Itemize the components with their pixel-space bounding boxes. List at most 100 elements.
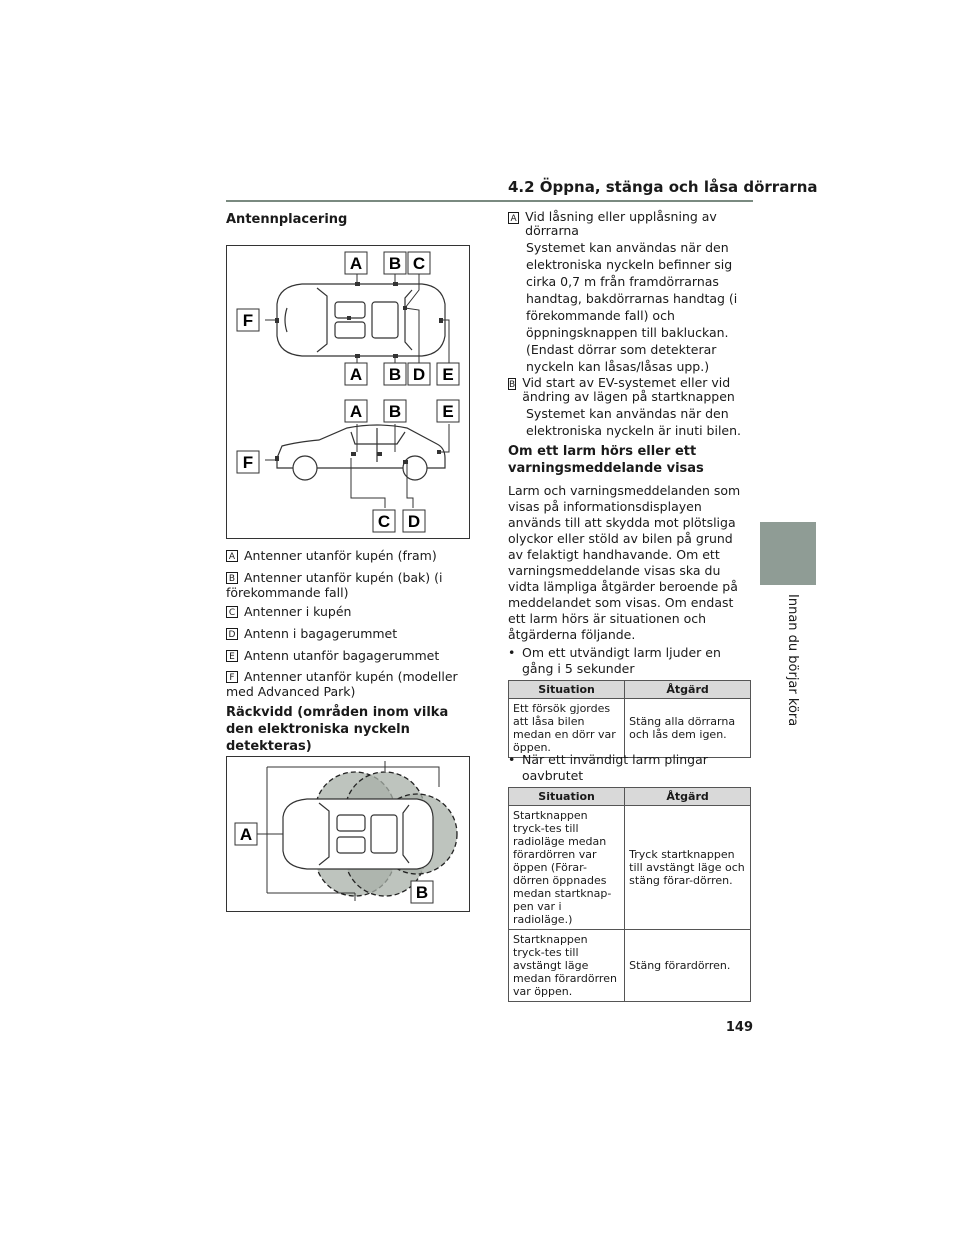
key-box-B-right: B <box>508 378 517 390</box>
cell-situation: Ett försök gjordes att låsa bilen medan … <box>507 698 626 758</box>
label-A-top-2: A <box>344 362 368 386</box>
table-internal-alarm: Situation Åtgärd Startknappen tryck-tes … <box>507 787 751 1002</box>
key-box-A-right: A <box>508 212 520 224</box>
car-top-view-range <box>282 798 434 870</box>
svg-text:E: E <box>442 365 453 384</box>
cell-action: Tryck startknappen till avstängt läge oc… <box>624 805 751 930</box>
cell-action: Stäng alla dörrarna och lås dem igen. <box>624 698 751 758</box>
svg-text:A: A <box>350 254 362 273</box>
svg-text:A: A <box>240 825 252 844</box>
bullet-internal-alarm: •När ett invändigt larm plingar oavbrute… <box>508 752 753 784</box>
bullet-internal-alarm-text: När ett invändigt larm plingar oavbrutet <box>522 752 708 783</box>
svg-text:B: B <box>389 254 401 273</box>
label-A-range: A <box>234 822 258 846</box>
page-number: 149 <box>725 1020 753 1035</box>
svg-text:C: C <box>378 512 390 531</box>
svg-text:B: B <box>389 365 401 384</box>
antenna-diagram: A B C F A B D E A <box>236 251 460 533</box>
item-B-title: Vid start av EV-systemet eller vid ändri… <box>522 375 735 404</box>
svg-text:D: D <box>408 512 420 531</box>
svg-text:A: A <box>350 365 362 384</box>
label-F-side: F <box>236 450 260 474</box>
cell-situation: Startknappen tryck-tes till avstängt läg… <box>507 929 626 1002</box>
item-A-title-row: A Vid låsning eller upplåsning av dörrar… <box>508 210 753 238</box>
label-C-top-1: C <box>407 251 431 275</box>
label-D-top: D <box>407 362 431 386</box>
range-bracket-lines <box>257 761 440 901</box>
label-B-range: B <box>410 880 434 904</box>
label-C-side: C <box>372 509 396 533</box>
label-B-top-1: B <box>383 251 407 275</box>
svg-text:B: B <box>416 883 428 902</box>
th-situation: Situation <box>507 680 626 699</box>
legend-text-D: Antenn i bagagerummet <box>244 626 398 641</box>
svg-text:F: F <box>243 311 253 330</box>
label-B-side: B <box>383 399 407 423</box>
label-D-side: D <box>402 509 426 533</box>
item-B-title-row: B Vid start av EV-systemet eller vid änd… <box>508 376 753 404</box>
leader-lines-top <box>265 274 450 364</box>
cell-action: Stäng förardörren. <box>624 929 751 1002</box>
heading-alarm: Om ett larm hörs eller ett varningsmedde… <box>508 444 704 476</box>
legend-text-E: Antenn utanför bagagerummet <box>244 648 440 663</box>
legend-text-C: Antenner i kupén <box>244 604 352 619</box>
item-A-body: Systemet kan användas när den elektronis… <box>526 240 738 374</box>
item-A-title: Vid låsning eller upplåsning av dörrarna <box>525 209 717 238</box>
heading-detection-range: Räckvidd (områden inom vilka den elektro… <box>226 705 449 754</box>
item-B-body: Systemet kan användas när den elektronis… <box>526 406 742 438</box>
th-situation: Situation <box>507 787 626 806</box>
item-B-block: B Vid start av EV-systemet eller vid änd… <box>508 376 753 439</box>
legend-item-D: D Antenn i bagagerummet <box>226 626 466 641</box>
legend-text-F: Antenner utanför kupén (modeller med Adv… <box>226 669 458 699</box>
table-row: Ett försök gjordes att låsa bilen medan … <box>507 698 751 758</box>
table-row: Startknappen tryck-tes till avstängt läg… <box>507 929 751 1002</box>
svg-text:D: D <box>413 365 425 384</box>
th-action: Åtgärd <box>624 680 751 699</box>
detection-range-figure: A B <box>226 756 470 912</box>
item-A-block: A Vid låsning eller upplåsning av dörrar… <box>508 210 753 375</box>
antenna-placement-figure: A B C F A B D E A <box>226 245 470 539</box>
svg-text:A: A <box>350 402 362 421</box>
th-action: Åtgärd <box>624 787 751 806</box>
leader-lines-side <box>265 424 450 508</box>
svg-text:E: E <box>442 402 453 421</box>
table-header-row: Situation Åtgärd <box>507 787 751 806</box>
bullet-external-alarm-text: Om ett utvändigt larm ljuder en gång i 5… <box>522 645 721 676</box>
legend-item-A: A Antenner utanför kupén (fram) <box>226 548 466 563</box>
section-title: 4.2 Öppna, stänga och låsa dörrarna <box>508 178 818 196</box>
table-row: Startknappen tryck-tes till radioläge me… <box>507 805 751 930</box>
label-F-top: F <box>236 308 260 332</box>
label-A-side: A <box>344 399 368 423</box>
key-box-E: E <box>226 650 238 662</box>
car-side-view <box>276 424 446 481</box>
key-box-C: C <box>226 606 238 618</box>
antenna-markers-side <box>275 450 441 464</box>
alarm-body-text: Larm och varningsmeddelanden som visas p… <box>508 483 741 642</box>
heading-antenna-placement: Antennplacering <box>226 212 348 227</box>
svg-text:F: F <box>243 453 253 472</box>
label-E-side: E <box>436 399 460 423</box>
key-box-B: B <box>226 572 238 584</box>
key-box-A: A <box>226 550 238 562</box>
legend-text-B: Antenner utanför kupén (bak) (i förekomm… <box>226 570 443 600</box>
label-A-top-1: A <box>344 251 368 275</box>
legend-item-E: E Antenn utanför bagagerummet <box>226 648 466 663</box>
car-top-view <box>276 283 446 357</box>
table-external-alarm: Situation Åtgärd Ett försök gjordes att … <box>507 680 751 758</box>
bullet-external-alarm: •Om ett utvändigt larm ljuder en gång i … <box>508 645 753 677</box>
chapter-tab <box>760 522 816 585</box>
chapter-label: Innan du börjar köra <box>785 593 800 727</box>
key-box-D: D <box>226 628 238 640</box>
key-box-F: F <box>226 671 238 683</box>
range-diagram: A B <box>234 761 458 904</box>
legend-text-A: Antenner utanför kupén (fram) <box>244 548 437 563</box>
cell-situation: Startknappen tryck-tes till radioläge me… <box>507 805 626 930</box>
header-divider <box>226 200 753 202</box>
label-E-top: E <box>436 362 460 386</box>
table-header-row: Situation Åtgärd <box>507 680 751 699</box>
label-B-top-2: B <box>383 362 407 386</box>
svg-text:C: C <box>413 254 425 273</box>
svg-text:B: B <box>389 402 401 421</box>
